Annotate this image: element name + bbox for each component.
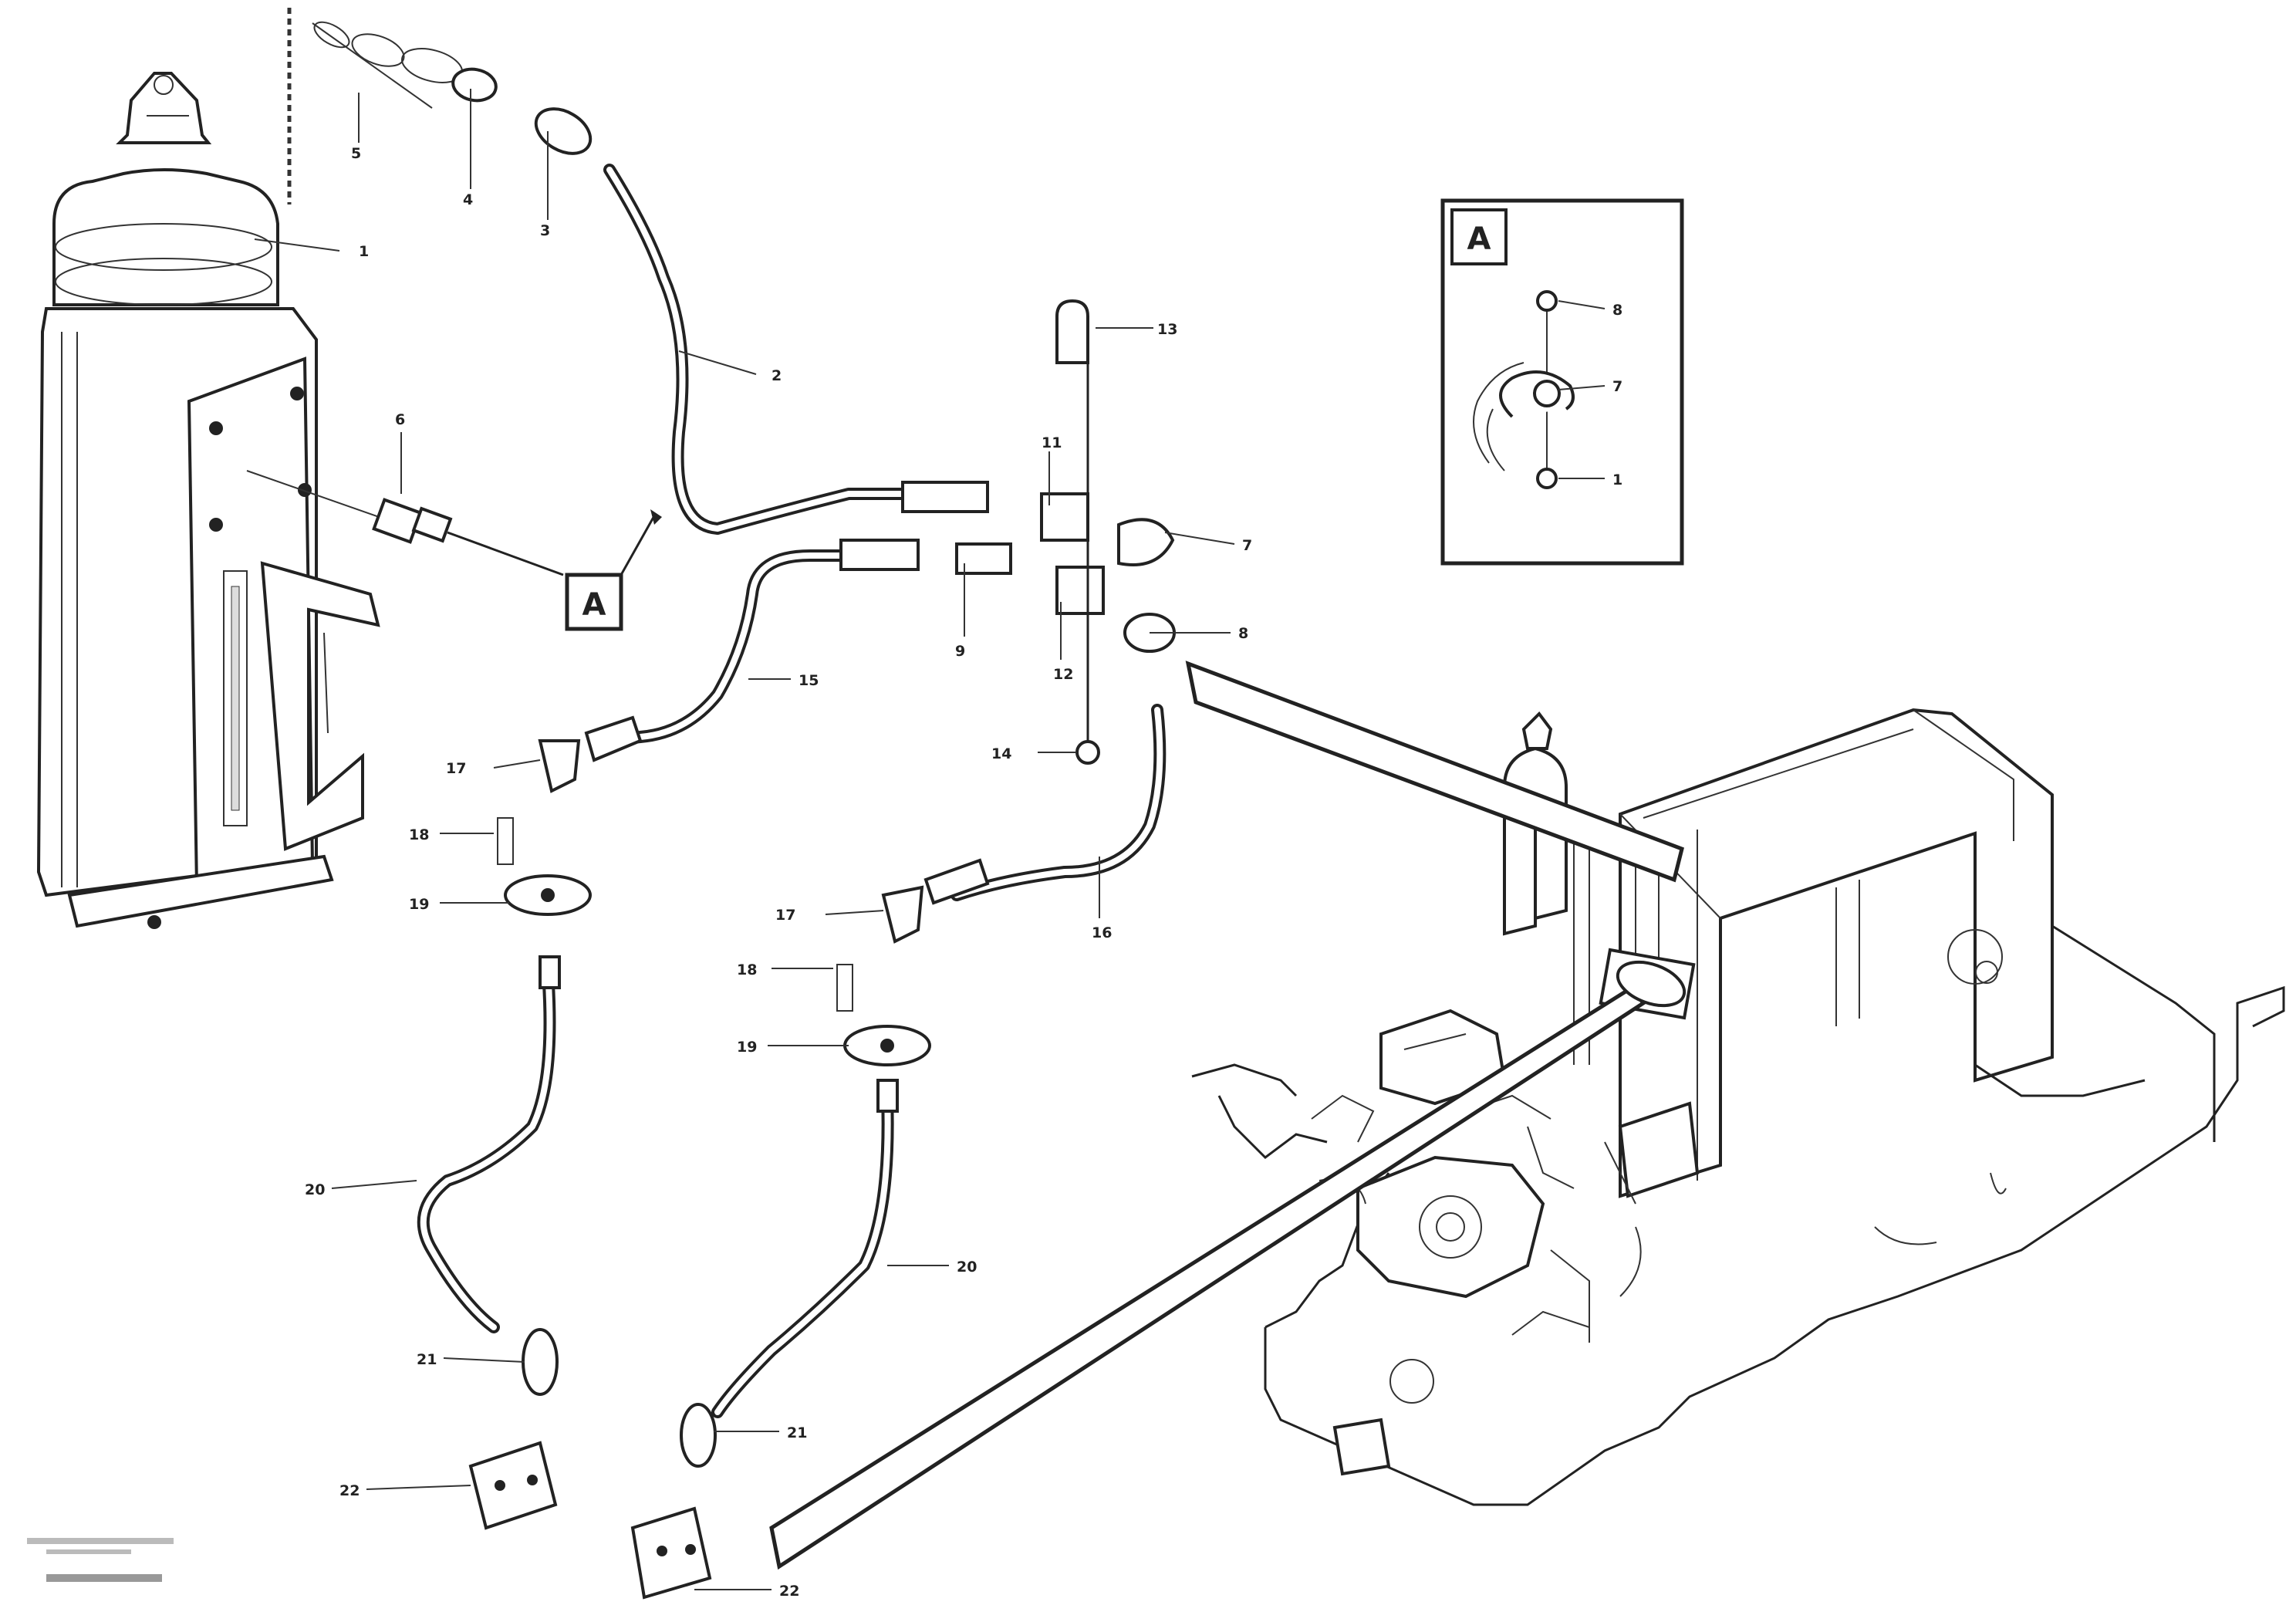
fittings <box>468 299 1176 1600</box>
callout-1: 1 <box>359 243 369 260</box>
callout-22b: 22 <box>779 1583 799 1600</box>
callout-2: 2 <box>772 367 782 384</box>
hoses <box>417 164 1167 1418</box>
callout-19: 19 <box>409 896 429 913</box>
callout-19b: 19 <box>737 1039 757 1056</box>
detail-callout-7: 7 <box>1612 378 1622 395</box>
callout-5: 5 <box>351 145 361 162</box>
callout-4: 4 <box>463 191 473 208</box>
detail-a-panel: A <box>1440 198 1684 566</box>
callout-17b: 17 <box>775 907 795 924</box>
callout-6: 6 <box>395 411 405 428</box>
leader-strips <box>769 661 1687 1570</box>
callout-9: 9 <box>955 643 965 660</box>
detail-callout-8: 8 <box>1612 302 1622 319</box>
callout-8: 8 <box>1238 625 1248 642</box>
callout-3: 3 <box>540 222 550 239</box>
callout-15: 15 <box>799 672 819 689</box>
callout-7: 7 <box>1242 537 1252 554</box>
drawing-stamp <box>27 1538 174 1582</box>
callout-17: 17 <box>446 760 466 777</box>
callout-18: 18 <box>409 826 429 843</box>
view-a-letter: A <box>582 587 606 623</box>
callout-20b: 20 <box>957 1259 977 1276</box>
callout-21: 21 <box>417 1351 437 1368</box>
callout-16: 16 <box>1092 924 1112 941</box>
callout-20: 20 <box>305 1181 325 1198</box>
callout-14: 14 <box>991 745 1011 762</box>
top-fittings <box>312 21 593 155</box>
view-a-marker: A <box>565 509 662 631</box>
callout-21b: 21 <box>787 1424 807 1441</box>
callout-18b: 18 <box>737 961 757 978</box>
tank-fitting <box>246 470 564 576</box>
callout-22: 22 <box>339 1482 360 1499</box>
detail-callout-1: 1 <box>1612 471 1622 488</box>
callout-labels: 1 2 3 4 5 6 7 8 9 13 11 12 14 15 16 17 1… <box>305 145 1622 1600</box>
callout-12: 12 <box>1053 666 1073 683</box>
callout-leaders <box>254 89 1606 1590</box>
callout-13: 13 <box>1157 321 1177 338</box>
detail-a-letter: A <box>1467 221 1491 257</box>
callout-11: 11 <box>1042 434 1062 451</box>
machine-frame <box>1191 708 2285 1506</box>
reservoir-tank <box>36 8 380 929</box>
